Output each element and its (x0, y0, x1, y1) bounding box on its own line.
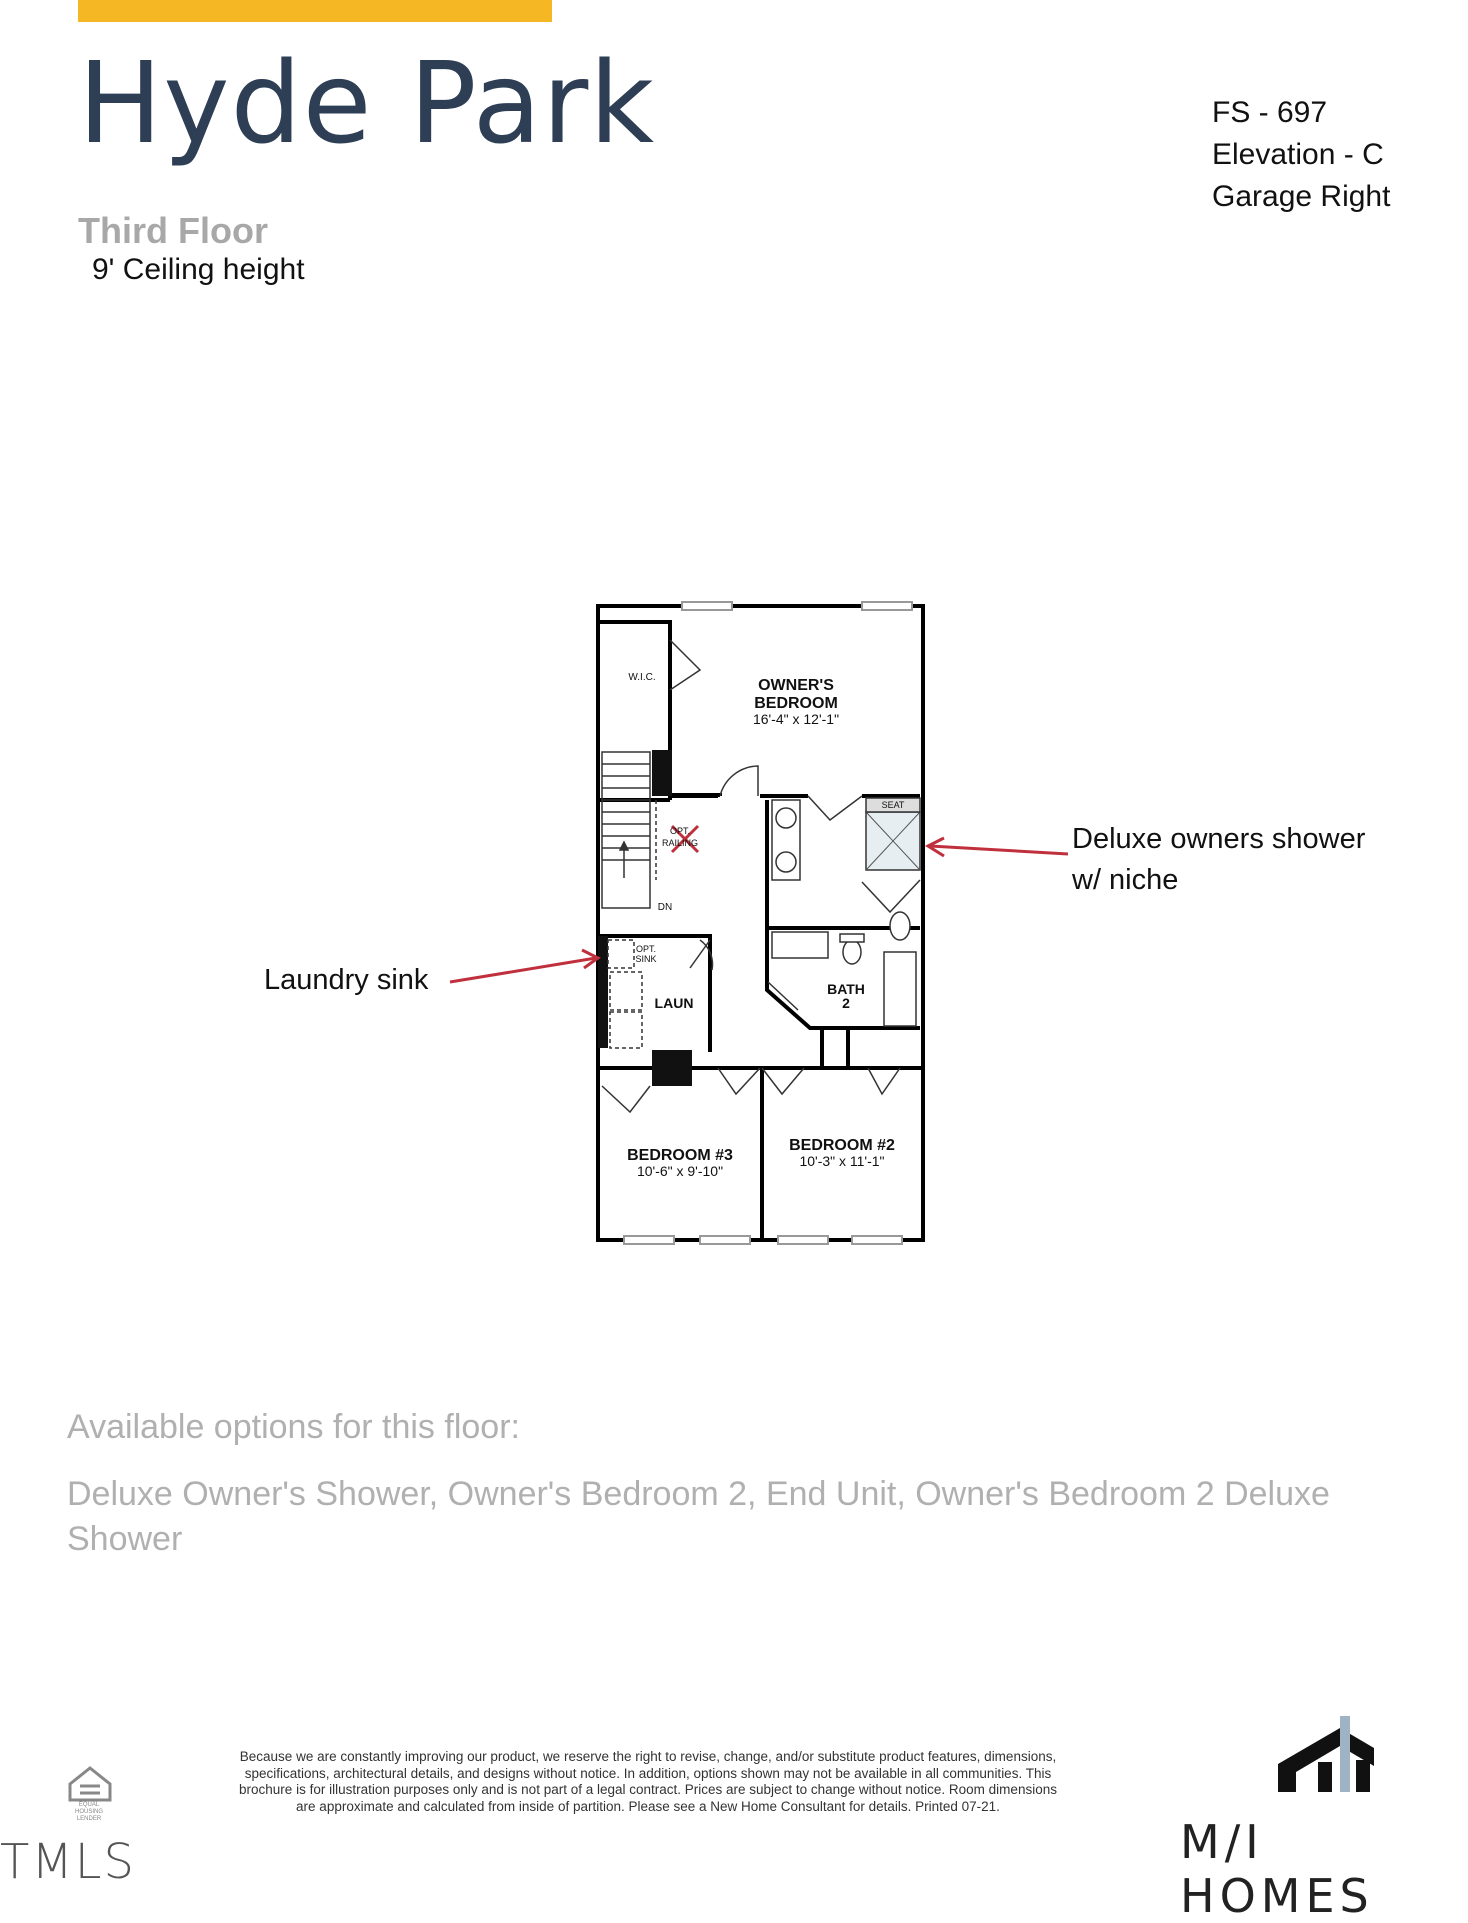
opt-railing-label-2: RAILING (662, 838, 698, 848)
brand-name: M/I HOMES (1180, 1815, 1374, 1923)
floor-plan: W.I.C. OWNER'S BEDROOM 16'-4" x 12'-1" S… (68, 601, 1374, 1802)
elevation: Elevation - C (1212, 138, 1384, 171)
options-list: Deluxe Owner's Shower, Owner's Bedroom 2… (67, 1475, 1330, 1558)
bedroom3-label: BEDROOM #3 (627, 1147, 733, 1164)
garage-side: Garage Right (1212, 180, 1391, 213)
shower-arrow (929, 844, 1069, 856)
floor-name: Third Floor (78, 210, 268, 251)
bath2-wall (765, 928, 920, 1030)
bedroom3-dims: 10'-6" x 9'-10" (637, 1163, 723, 1179)
mls-watermark: TMLS (0, 1834, 136, 1890)
equal-housing-icon (68, 1766, 112, 1802)
opt-sink-label: OPT. (636, 944, 656, 954)
owners-bedroom-label-2: BEDROOM (754, 695, 838, 712)
wic-label: W.I.C. (628, 672, 655, 683)
laundry-sink-arrow (449, 956, 597, 984)
laundry-label: LAUN (655, 995, 694, 1011)
fs-number: FS - 697 (1212, 96, 1328, 129)
options-heading: Available options for this floor: (67, 1408, 520, 1446)
ceiling-height: 9' Ceiling height (92, 253, 305, 286)
stairs-down-label: DN (658, 902, 672, 913)
accent-bar (78, 0, 552, 22)
disclaimer: Because we are constantly improving our … (239, 1749, 1057, 1814)
brand-logo-icon (1278, 1716, 1374, 1792)
bath2-label: BATH (827, 981, 865, 997)
shower-note-2: w/ niche (1072, 864, 1179, 896)
bedroom2-dims: 10'-3" x 11'-1" (799, 1153, 884, 1169)
wic-wall (600, 620, 672, 800)
owners-bedroom-dims: 16'-4" x 12'-1" (753, 711, 839, 727)
wall-block (652, 750, 672, 796)
page-title: Hyde Park (78, 39, 656, 169)
shower-note: Deluxe owners shower (1072, 823, 1366, 855)
seat-label: SEAT (882, 800, 905, 810)
laundry-sink-note: Laundry sink (264, 964, 429, 996)
opt-railing-label: OPT. (670, 826, 690, 836)
laundry-wall (600, 934, 712, 1052)
bath2-label-2: 2 (842, 995, 850, 1011)
equal-housing-label: EQUAL HOUSING LENDER (74, 1802, 103, 1822)
opt-sink-label-2: SINK (635, 954, 656, 964)
wall-block-2 (652, 1050, 692, 1086)
bedroom2-label: BEDROOM #2 (789, 1137, 895, 1154)
owners-bedroom-label: OWNER'S (758, 677, 834, 694)
